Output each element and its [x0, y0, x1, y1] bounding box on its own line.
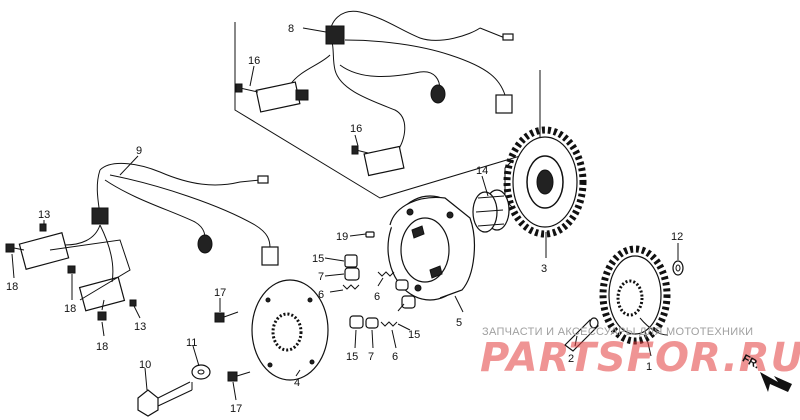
- callout-2: 2: [568, 353, 574, 365]
- callout-15b: 15: [408, 329, 420, 341]
- callout-13a: 13: [38, 209, 50, 221]
- watermark-logo: PARTSFOR.RU: [480, 335, 800, 381]
- callout-13b: 13: [134, 321, 146, 333]
- coupler-connector: [495, 94, 513, 114]
- callout-9: 9: [136, 145, 142, 157]
- callout-18b: 18: [64, 303, 76, 315]
- callout-18a: 18: [6, 281, 18, 293]
- pulse-generator-harness: [235, 10, 514, 177]
- starter-clutch-housing: [387, 195, 475, 301]
- callout-6c: 6: [392, 351, 398, 363]
- leader-lines: [11, 27, 679, 401]
- side-plate: [251, 279, 329, 381]
- callout-15c: 15: [346, 351, 358, 363]
- callout-11: 11: [186, 337, 197, 349]
- callout-14: 14: [476, 165, 488, 177]
- callout-10: 10: [139, 359, 151, 371]
- inset-frame: [234, 22, 541, 199]
- watermark-caption: ЗАПЧАСТИ И АКСЕССУАРЫ ДЛЯ МОТОТЕХНИКИ: [482, 326, 754, 338]
- callout-3: 3: [541, 263, 547, 275]
- pulse-generator-tab: [295, 89, 309, 101]
- connector-cap: [430, 84, 446, 104]
- pulse-generator-upper: [255, 81, 301, 113]
- callout-7b: 7: [368, 351, 374, 363]
- pulse-generator-lower: [363, 145, 405, 177]
- callout-1: 1: [646, 361, 652, 373]
- callout-4: 4: [294, 377, 300, 389]
- starter-driven-gear: [503, 126, 587, 238]
- callout-6b: 6: [374, 291, 380, 303]
- rollers-springs: [342, 231, 416, 329]
- harness-left: [5, 162, 279, 321]
- callout-12: 12: [671, 231, 683, 243]
- callout-18c: 18: [96, 341, 108, 353]
- needle-bearing: [472, 189, 510, 233]
- harness-clamp: [325, 25, 345, 45]
- callout-17a: 17: [214, 287, 226, 299]
- callout-7a: 7: [318, 271, 324, 283]
- callout-8: 8: [288, 23, 294, 35]
- reduction-gear: [599, 245, 671, 345]
- callout-19: 19: [336, 231, 348, 243]
- callout-17b: 17: [230, 403, 242, 415]
- callout-numbers: 1 2 3 4 5 6 6 6 7 7 8 9 10 11 12 13 13 1…: [6, 23, 683, 415]
- connector-pin: [502, 33, 514, 41]
- callout-16b: 16: [350, 123, 362, 135]
- callout-15a: 15: [312, 253, 324, 265]
- bolts: [137, 311, 251, 417]
- reduction-shaft: [564, 317, 599, 352]
- callout-6a: 6: [318, 289, 324, 301]
- front-direction-arrow: [760, 372, 792, 392]
- washer-12: [672, 260, 684, 276]
- callout-5: 5: [456, 317, 462, 329]
- callout-16a: 16: [248, 55, 260, 67]
